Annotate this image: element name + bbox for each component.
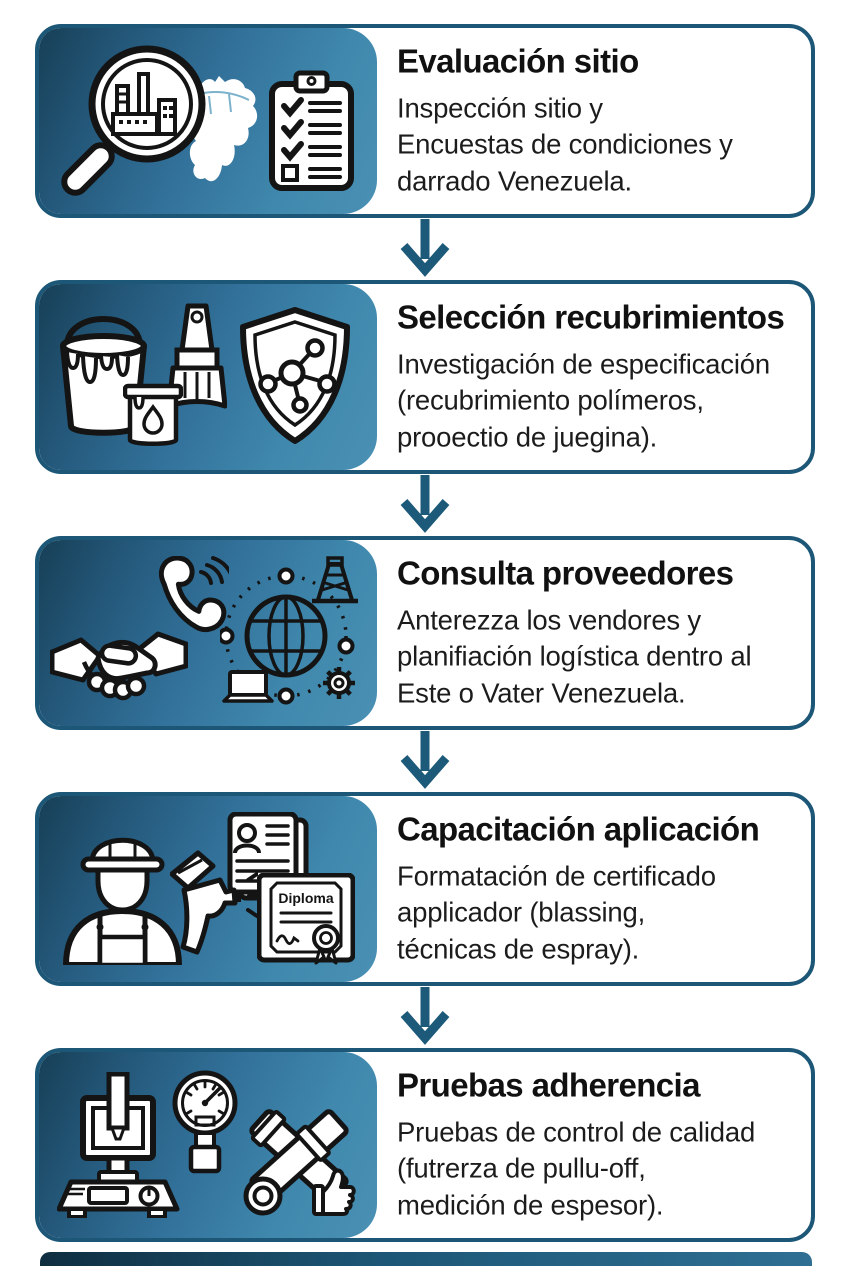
step-box-capacitacion-aplicacion: Diploma [35, 792, 815, 986]
step-box-seleccion-recubrimientos: Selección recubrimientos Investigación d… [35, 280, 815, 474]
gear-icon [323, 667, 355, 699]
step4-icon-panel: Diploma [39, 796, 377, 982]
shield-molecule-icon [240, 307, 350, 444]
venezuela-map-icon [189, 76, 258, 182]
laptop-icon [222, 670, 274, 703]
step-description: Inspección sitio y Encuestas de condicio… [397, 92, 733, 197]
step3-icon-panel [39, 540, 377, 726]
down-arrow-icon [400, 731, 450, 789]
adhesion-tester-icon [57, 1072, 180, 1218]
oil-derrick-icon [312, 556, 358, 604]
step-title: Selección recubrimientos [397, 298, 785, 336]
step1-icon-panel [39, 28, 377, 214]
paint-brush-icon [167, 303, 227, 409]
step-box-consulta-proveedores: Consulta proveedores Anterezza los vendo… [35, 536, 815, 730]
handshake-icon [50, 631, 188, 701]
pressure-gauge-icon [172, 1070, 238, 1174]
step-description: Formatación de certificado applicador (b… [397, 860, 716, 965]
phone-call-icon [158, 556, 229, 632]
step-description: Pruebas de control de calidad (futrerza … [397, 1116, 756, 1221]
diploma-label: Diploma [278, 890, 333, 906]
step5-icon-panel [39, 1052, 377, 1238]
orbit-nodes [220, 567, 355, 705]
down-arrow-icon [400, 475, 450, 533]
down-arrow-icon [400, 987, 450, 1045]
checklist-clipboard-icon [269, 70, 354, 191]
magnifier-factory-icon [61, 45, 206, 196]
documents-icon [227, 812, 309, 901]
step-title: Pruebas adherencia [397, 1066, 700, 1104]
paint-bucket-icon [60, 316, 147, 436]
step2-icon-panel [39, 284, 377, 470]
step-title: Consulta proveedores [397, 554, 734, 592]
crossed-pipes-icon [243, 1109, 356, 1216]
step-box-evaluacion-sitio: Evaluación sitio Inspección sitio y Encu… [35, 24, 815, 218]
globe-icon [244, 594, 328, 678]
step-box-pruebas-adherencia: Pruebas adherencia Pruebas de control de… [35, 1048, 815, 1242]
diploma-icon: Diploma [257, 873, 355, 965]
step-description: Anterezza los vendores y planifiación lo… [397, 604, 752, 709]
step-title: Capacitación aplicación [397, 810, 760, 848]
spray-gun-icon [170, 850, 258, 955]
worker-icon [62, 837, 183, 965]
step-title: Evaluación sitio [397, 42, 639, 80]
step-description: Investigación de especificación (recubri… [397, 348, 770, 453]
thumbs-up-icon [312, 1168, 356, 1216]
down-arrow-icon [400, 219, 450, 277]
network-orbit-icon [220, 556, 358, 705]
paint-can-icon [123, 383, 183, 446]
bottom-accent-strip [40, 1252, 812, 1266]
